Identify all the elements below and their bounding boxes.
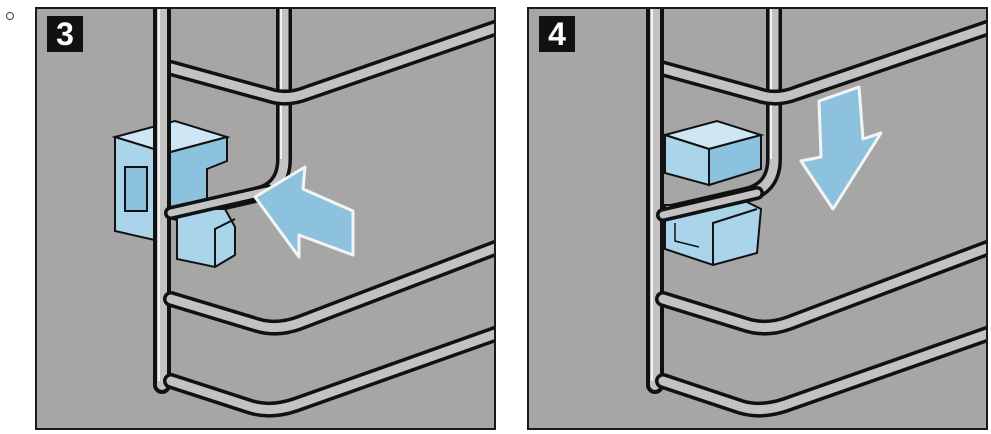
rack-rod-lower-2 <box>663 333 988 410</box>
step-number-badge: 3 <box>47 16 83 52</box>
list-bullet <box>6 12 14 20</box>
step-3-illustration <box>37 9 496 430</box>
rack-rod-top <box>657 27 988 98</box>
rack-clip <box>115 121 235 267</box>
step-4-illustration <box>529 9 988 430</box>
rack-rod-top <box>167 27 496 98</box>
step-4-panel: 4 <box>527 7 988 430</box>
step-3-panel: 3 <box>35 7 496 430</box>
rack-rod-lower-2 <box>171 333 496 410</box>
rack-rod-front <box>652 9 655 385</box>
rack-rod-front <box>159 9 162 385</box>
step-number-badge: 4 <box>539 16 575 52</box>
push-down-arrow <box>801 87 881 209</box>
